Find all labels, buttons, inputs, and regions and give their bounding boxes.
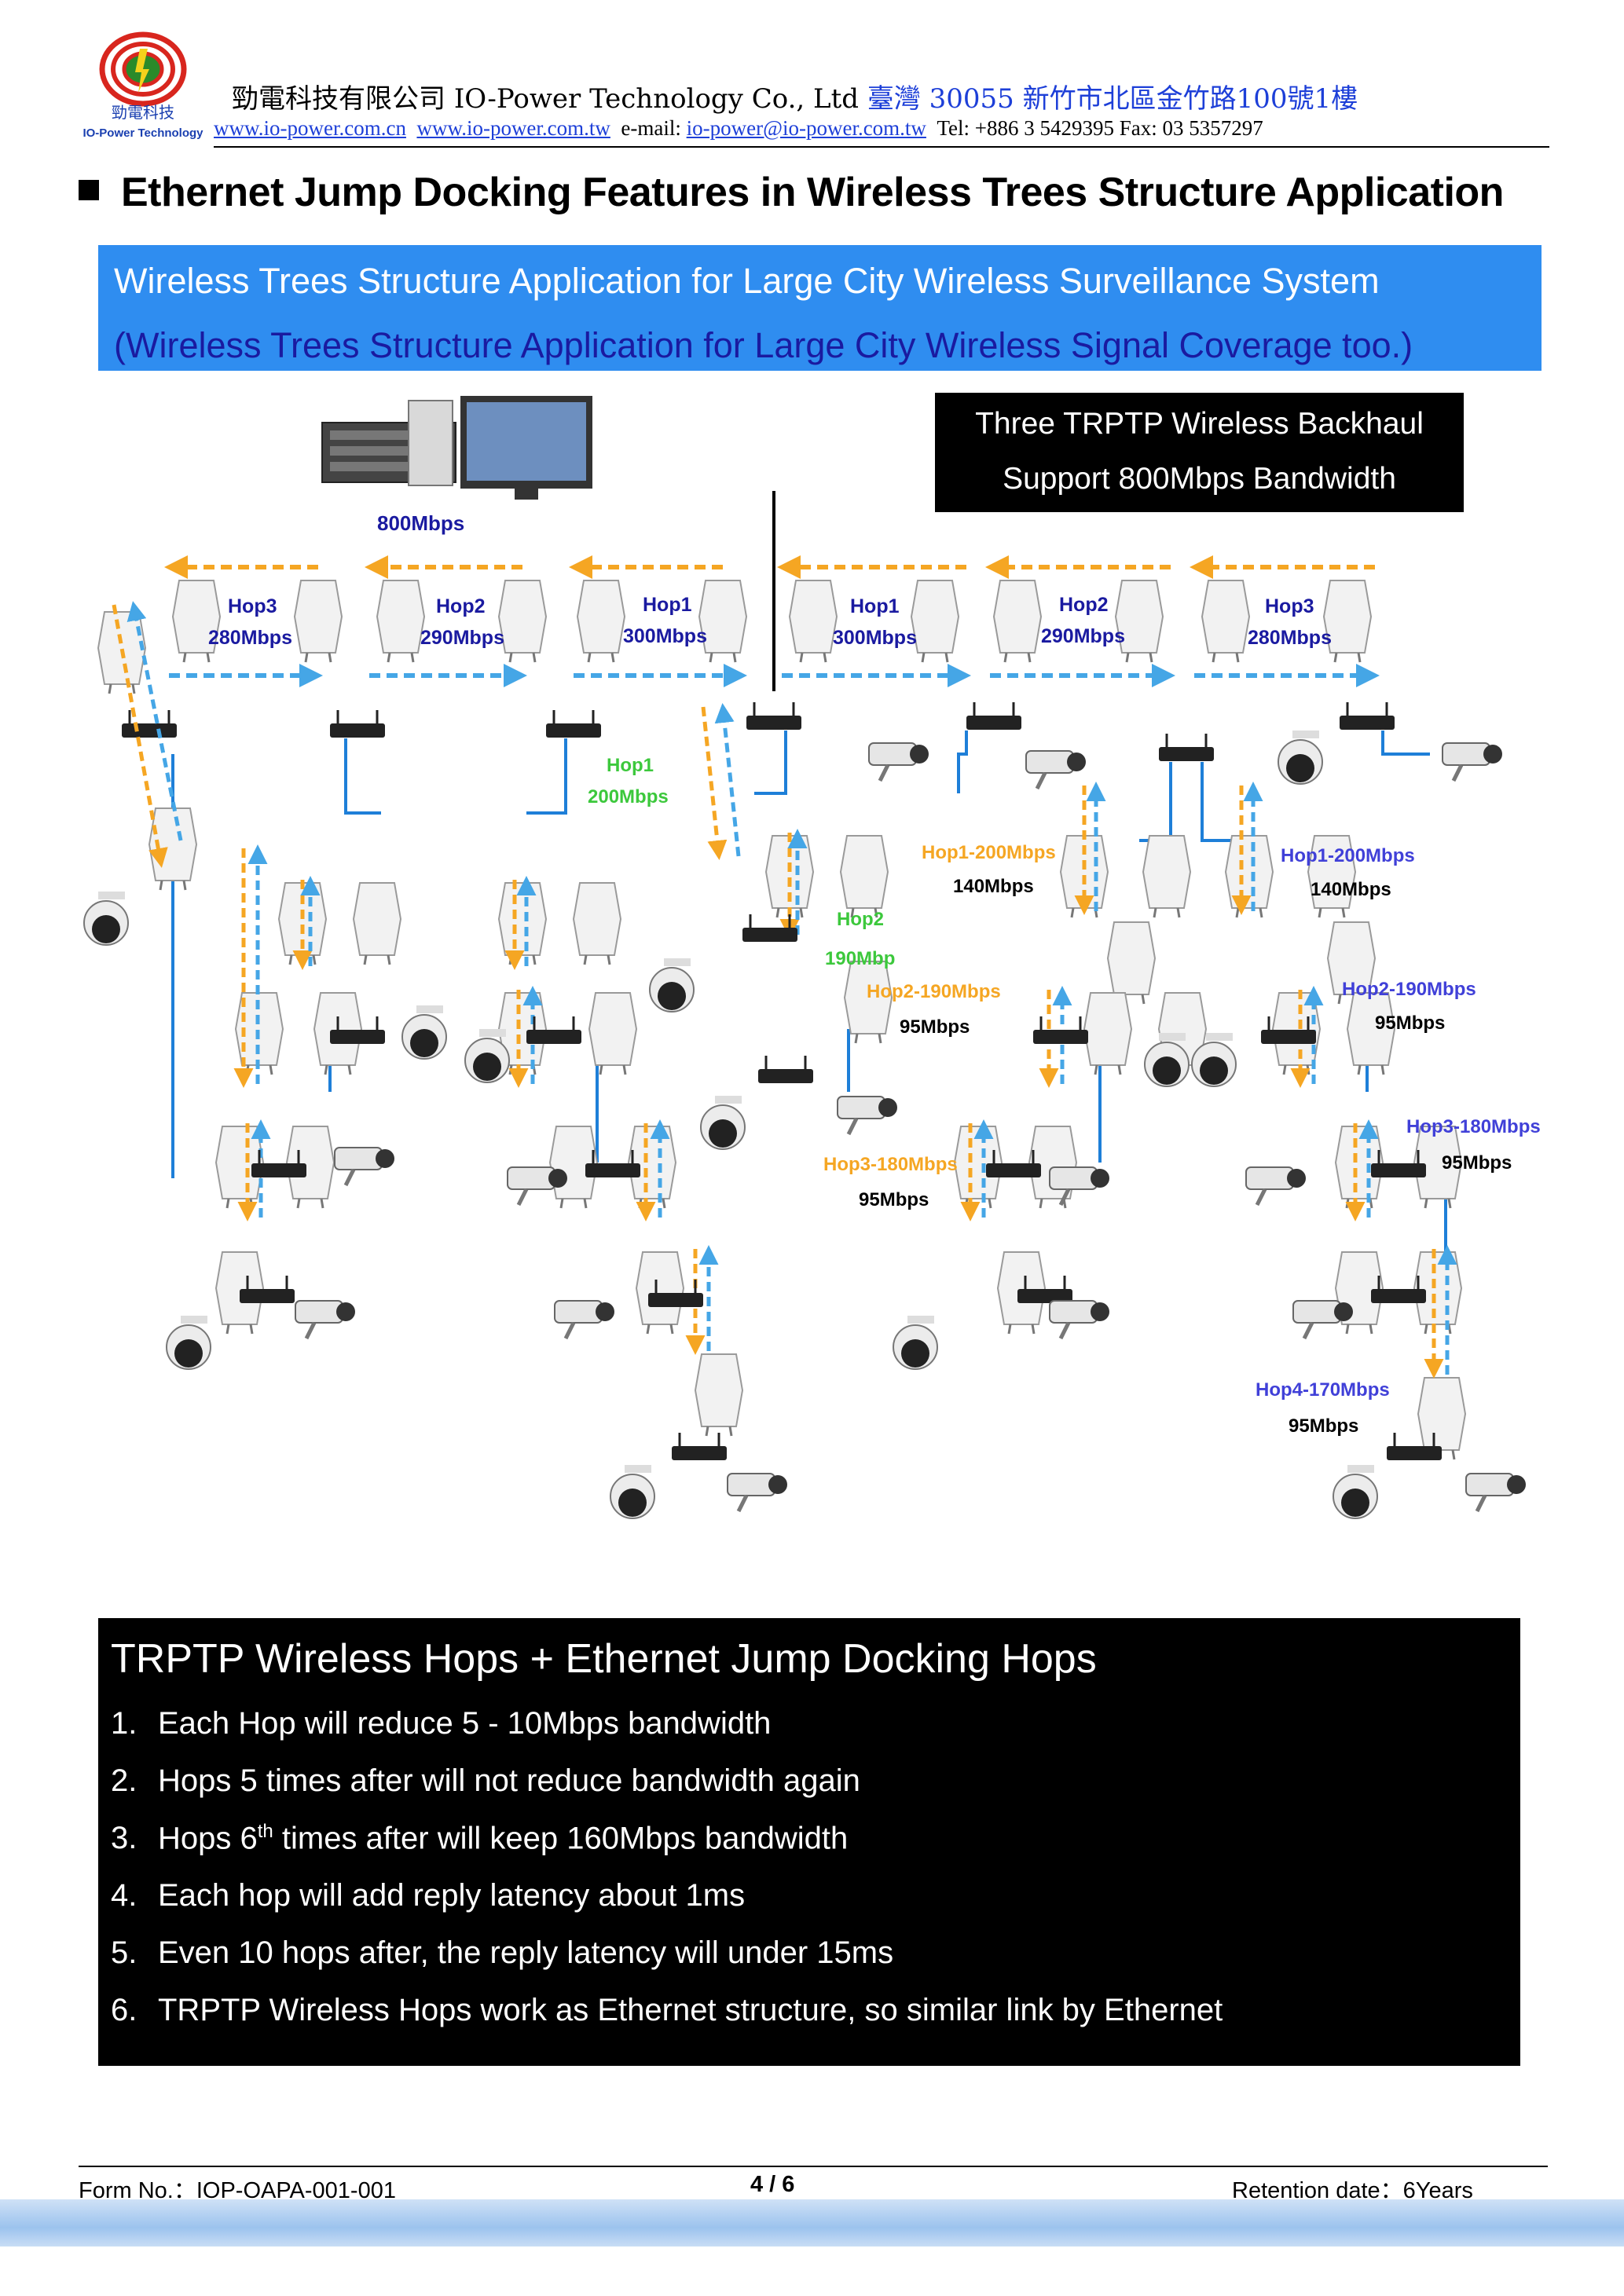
orange-hop2-label: Hop2-190Mbps bbox=[867, 981, 1001, 1002]
backhaul-hop-speed: 300Mbps bbox=[833, 627, 917, 649]
banner-line-1: Wireless Trees Structure Application for… bbox=[114, 261, 1380, 301]
page-number: 4 / 6 bbox=[750, 2172, 795, 2197]
purple-hop2-speed: 95Mbps bbox=[1375, 1013, 1445, 1034]
company-line: 勁電科技有限公司 IO-Power Technology Co., Ltd 臺灣… bbox=[232, 77, 1358, 115]
contact-line: www.io-power.com.cn www.io-power.com.tw … bbox=[214, 116, 1263, 141]
banner-line-2: (Wireless Trees Structure Application fo… bbox=[114, 325, 1413, 365]
list-item-number: 1. bbox=[111, 1706, 137, 1741]
purple-hop1-speed: 140Mbps bbox=[1311, 879, 1391, 900]
backhaul-hop-speed: 280Mbps bbox=[208, 627, 292, 649]
list-item-number: 2. bbox=[111, 1763, 137, 1798]
list-item-number: 6. bbox=[111, 1993, 137, 2027]
backhaul-hop-name: Hop3 bbox=[228, 595, 277, 617]
website-cn-link[interactable]: www.io-power.com.cn bbox=[214, 116, 406, 140]
backhaul-hop-speed: 300Mbps bbox=[623, 625, 707, 647]
list-item-text: Hops 5 times after will not reduce bandw… bbox=[158, 1763, 860, 1798]
list-item: 6. TRPTP Wireless Hops work as Ethernet s… bbox=[111, 1993, 1223, 2028]
header-divider bbox=[214, 146, 1549, 148]
purple-hop4-speed: 95Mbps bbox=[1289, 1415, 1358, 1437]
logo-text-cn: 勁電科技 bbox=[112, 104, 174, 122]
list-item-number: 3. bbox=[111, 1821, 137, 1856]
square-bullet-icon bbox=[79, 180, 99, 201]
backhaul-antenna-row bbox=[171, 579, 1373, 664]
backhaul-hop-name: Hop3 bbox=[1265, 595, 1314, 617]
list-item: 4. Each hop will add reply latency about … bbox=[111, 1878, 745, 1913]
backhaul-hop-speed: 290Mbps bbox=[1041, 625, 1125, 647]
orange-hop3-speed: 95Mbps bbox=[859, 1189, 929, 1210]
phone-fax: Tel: +886 3 5429395 Fax: 03 5357297 bbox=[937, 116, 1263, 140]
backhaul-arrows bbox=[164, 555, 1380, 687]
list-item-superscript: th bbox=[257, 1821, 273, 1842]
backhaul-callout: Three TRPTP Wireless Backhaul Support 80… bbox=[935, 393, 1464, 512]
green-hop1-label: Hop1 bbox=[607, 755, 654, 776]
orange-hop1-speed: 140Mbps bbox=[953, 876, 1034, 897]
page-header: 勁電科技 IO-Power Technology 勁電科技有限公司 IO-Pow… bbox=[0, 0, 1624, 157]
page-title-text: Ethernet Jump Docking Features in Wirele… bbox=[121, 170, 1504, 215]
wireless-tree-diagram: 800Mbps Hop3 280Mbps Hop2 290Mbps Hop1 3… bbox=[83, 396, 1541, 1519]
backhaul-hop-speed: 290Mbps bbox=[420, 627, 504, 649]
email-label: e-mail: bbox=[621, 116, 681, 140]
purple-hop1-label: Hop1-200Mbps bbox=[1281, 845, 1415, 866]
company-logo: 勁電科技 IO-Power Technology bbox=[82, 31, 203, 140]
page-title: Ethernet Jump Docking Features in Wirele… bbox=[79, 169, 1504, 216]
hops-info-box: TRPTP Wireless Hops + Ethernet Jump Dock… bbox=[98, 1618, 1520, 2066]
orange-hop1-label: Hop1-200Mbps bbox=[922, 842, 1056, 863]
purple-hop3-speed: 95Mbps bbox=[1442, 1152, 1512, 1174]
backhaul-hop-name: Hop1 bbox=[643, 594, 692, 616]
list-item-number: 5. bbox=[111, 1935, 137, 1970]
list-item: 3. Hops 6th times after will keep 160Mbps… bbox=[111, 1821, 848, 1856]
hops-box-title: TRPTP Wireless Hops + Ethernet Jump Dock… bbox=[111, 1636, 1097, 1682]
list-item-text: Each hop will add reply latency about 1m… bbox=[158, 1878, 746, 1913]
website-tw-link[interactable]: www.io-power.com.tw bbox=[416, 116, 610, 140]
backhaul-hop-name: Hop2 bbox=[1059, 594, 1109, 616]
callout-line-2: Support 800Mbps Bandwidth bbox=[1003, 462, 1396, 496]
green-hop2-speed: 190Mbp bbox=[825, 948, 895, 969]
list-item: 2. Hops 5 times after will not reduce ban… bbox=[111, 1763, 860, 1799]
backhaul-hop-name: Hop1 bbox=[850, 595, 900, 617]
company-name-cn: 勁電科技有限公司 bbox=[232, 83, 445, 115]
monitor-icon bbox=[460, 396, 592, 500]
footer-band bbox=[0, 2199, 1624, 2247]
retention-date: Retention date：6Years bbox=[1232, 2178, 1473, 2203]
list-item-text-post: times after will keep 160Mbps bandwidth bbox=[273, 1821, 849, 1856]
purple-hop3-label: Hop3-180Mbps bbox=[1406, 1116, 1541, 1137]
company-name-en: IO-Power Technology Co., Ltd bbox=[453, 83, 860, 115]
footer-divider bbox=[79, 2166, 1548, 2167]
list-item: 5. Even 10 hops after, the reply latency … bbox=[111, 1935, 893, 1971]
logo-text-en: IO-Power Technology bbox=[82, 126, 203, 140]
backhaul-hop-speed: 280Mbps bbox=[1248, 627, 1332, 649]
backhaul-hop-name: Hop2 bbox=[436, 595, 486, 617]
company-address: 臺灣 30055 新竹市北區金竹路100號1樓 bbox=[867, 83, 1358, 115]
list-item-text: Each Hop will reduce 5 - 10Mbps bandwidt… bbox=[158, 1706, 772, 1741]
backhaul-hop-labels: Hop3 280Mbps Hop2 290Mbps Hop1 300Mbps H… bbox=[208, 594, 1332, 649]
orange-hop2-speed: 95Mbps bbox=[900, 1016, 970, 1038]
tree-hop-labels: Hop1 200Mbps Hop2 190Mbp Hop1-200Mbps 14… bbox=[588, 755, 1541, 1437]
orange-hop3-label: Hop3-180Mbps bbox=[823, 1154, 958, 1175]
list-item: 1. Each Hop will reduce 5 - 10Mbps bandwi… bbox=[111, 1706, 771, 1741]
branch-arrows bbox=[112, 601, 1457, 1379]
list-item-text: Even 10 hops after, the reply latency wi… bbox=[158, 1935, 894, 1970]
email-link[interactable]: io-power@io-power.com.tw bbox=[686, 116, 926, 140]
list-item-text: TRPTP Wireless Hops work as Ethernet str… bbox=[158, 1993, 1223, 2027]
purple-hop4-label: Hop4-170Mbps bbox=[1256, 1379, 1390, 1401]
purple-hop2-label: Hop2-190Mbps bbox=[1342, 979, 1476, 1000]
callout-line-1: Three TRPTP Wireless Backhaul bbox=[975, 407, 1424, 441]
green-hop2-label: Hop2 bbox=[837, 909, 884, 930]
nvr-server-icon bbox=[321, 400, 456, 486]
form-number: Form No.：IOP-OAPA-001-001 bbox=[79, 2178, 396, 2203]
branch-antennas bbox=[97, 610, 1467, 1461]
server-bandwidth-label: 800Mbps bbox=[377, 511, 464, 535]
blue-banner: Wireless Trees Structure Application for… bbox=[98, 245, 1542, 371]
backhaul-switches bbox=[120, 701, 1396, 763]
green-hop1-speed: 200Mbps bbox=[588, 786, 669, 807]
list-item-number: 4. bbox=[111, 1878, 137, 1913]
list-item-text-pre: Hops 6 bbox=[158, 1821, 258, 1856]
